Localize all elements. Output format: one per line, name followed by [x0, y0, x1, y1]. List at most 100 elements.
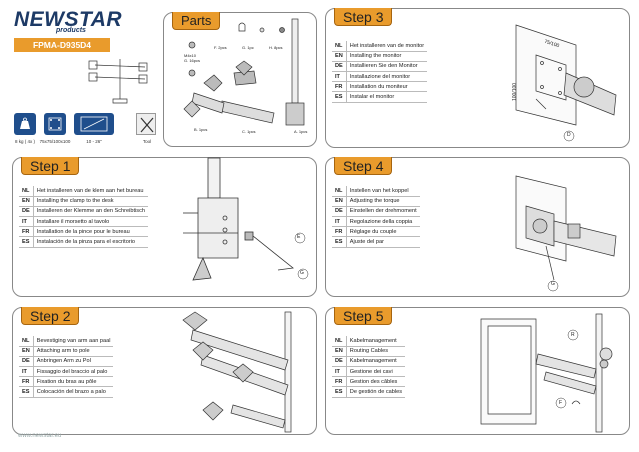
weight-label: 8 kg ( 4x ) — [14, 139, 35, 144]
instruction-text: Ajuste del par — [346, 236, 420, 248]
instruction-text: Installing the clamp to the desk — [33, 196, 148, 207]
language-code: FR — [19, 376, 34, 388]
part-g-label: G. 1pc — [242, 45, 254, 50]
instruction-text: Installation du moniteur — [346, 81, 428, 93]
instruction-text: Einstellen der drehmoment — [346, 206, 420, 218]
instruction-text: Regolazione della coppia — [346, 216, 420, 228]
instruction-text: Instalar el monitor — [346, 91, 428, 103]
instruction-text: Installare il morsetto al tavolo — [33, 216, 148, 228]
tools-icon — [136, 113, 156, 135]
spec-icons: 8 kg ( 4x ) 75x75/100x100 10 - 26" Tool — [14, 113, 160, 155]
callout-e: E — [297, 234, 301, 240]
part-b-label: B. 1pcs — [194, 127, 208, 132]
step-3-illustration — [515, 24, 617, 142]
part-a-label: A. 1pcs — [294, 129, 308, 134]
callout-f: F — [559, 400, 563, 406]
instruction-text: Réglage du couple — [346, 226, 420, 238]
screen-size-label: 10 - 26" — [86, 139, 102, 144]
callout-g: G — [551, 281, 555, 287]
part-f-label: F. 2pcs — [214, 45, 227, 50]
instruction-text: Anbringen Arm zu Pol — [33, 356, 114, 368]
language-code: IT — [332, 366, 347, 378]
brand-name: NEWSTAR — [14, 8, 123, 31]
instruction-text: Installing the monitor — [346, 51, 428, 62]
instruction-text: Bevestiging van arm aan paal — [33, 336, 114, 347]
language-code: NL — [332, 41, 347, 52]
step-4-title: Step 4 — [334, 157, 393, 175]
step-5-title: Step 5 — [334, 307, 393, 325]
language-code: ES — [332, 236, 347, 248]
instruction-text: Het installeren van de monitor — [346, 41, 428, 52]
instruction-text: Adjusting the torque — [346, 196, 420, 207]
instruction-text: Kabelmanagement — [346, 336, 406, 347]
step-5-illustration — [480, 313, 613, 433]
instruction-text: Instalación de la pinza para el escritor… — [33, 236, 148, 248]
instruction-text: Instellen van het koppel — [346, 186, 420, 197]
instruction-text: Colocación del brazo a palo — [33, 386, 114, 398]
brand-logo: NEWSTAR products — [14, 8, 122, 38]
language-code: NL — [19, 186, 34, 197]
language-code: IT — [332, 71, 347, 83]
footer-website: www.newstar.eu — [18, 433, 62, 439]
language-code: IT — [19, 366, 34, 378]
parts-title: Parts — [172, 12, 221, 30]
instruction-text: Installazione del monitor — [346, 71, 428, 83]
part-c-label: C. 1pcs — [242, 129, 256, 134]
instruction-text: Installieren Sie den Monitor — [346, 61, 428, 73]
instruction-text: Gestione dei cavi — [346, 366, 406, 378]
instruction-text: Routing Cables — [346, 346, 406, 357]
language-code: EN — [332, 346, 347, 357]
language-code: ES — [332, 386, 347, 398]
step-4-illustration — [515, 175, 617, 292]
language-code: NL — [332, 186, 347, 197]
screen-size-icon — [74, 113, 114, 135]
instruction-text: Kabelmanagement — [346, 356, 406, 368]
language-code: ES — [332, 91, 347, 103]
tools-label: Tool — [142, 139, 152, 144]
language-code: IT — [332, 216, 347, 228]
step-1-title: Step 1 — [21, 157, 80, 175]
callout-g: G — [300, 270, 304, 276]
language-code: EN — [332, 196, 347, 207]
part-h-label: H. 8pcs — [269, 45, 283, 50]
instruction-text: Installeren der Klemme an den Schreibtis… — [33, 206, 148, 218]
parts-panel: Parts F. 2pcs G. 1pc H. 8pcs M4x10 G. 16… — [163, 12, 317, 147]
language-code: FR — [332, 376, 347, 388]
instruction-text: Fixation du bras au pôle — [33, 376, 114, 388]
instruction-text: Installation de la pince pour le bureau — [33, 226, 148, 238]
step-2-title: Step 2 — [21, 307, 80, 325]
instruction-text: Het installeren van de klem aan het bure… — [33, 186, 148, 197]
step-3-title: Step 3 — [334, 8, 393, 26]
language-code: NL — [332, 336, 347, 347]
parts-illustration — [183, 18, 305, 126]
vesa-dimension-vertical: 100/100 — [512, 82, 519, 102]
instruction-text: De gestión de cables — [346, 386, 406, 398]
language-code: DE — [19, 206, 34, 218]
